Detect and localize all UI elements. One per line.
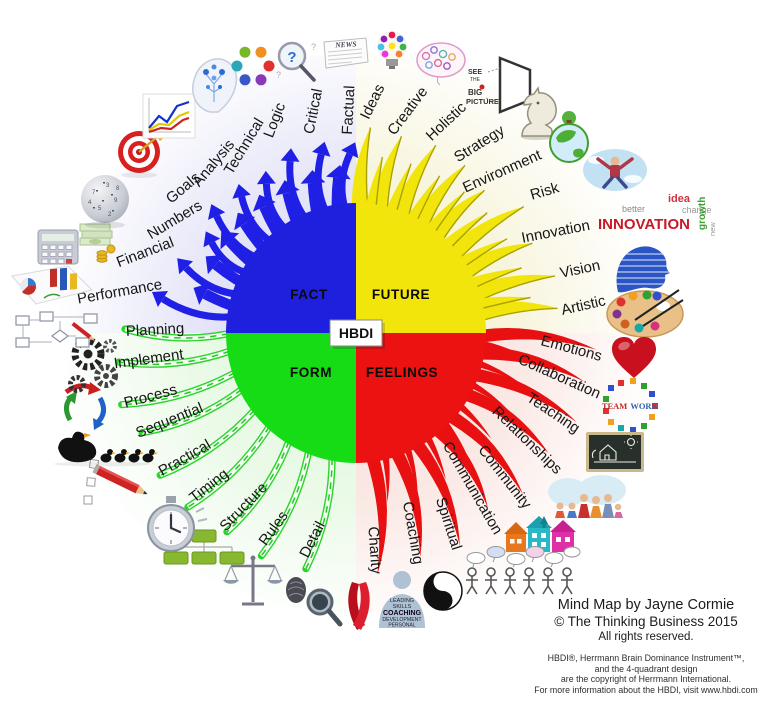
svg-text:4: 4 <box>88 200 92 206</box>
quadrant-label-feelings: FEELINGS <box>366 365 438 380</box>
question-magnifier-icon: ? ? ? <box>276 41 316 82</box>
newspaper-icon: NEWS <box>323 37 369 69</box>
puzzle-ring-icon <box>231 46 275 86</box>
charts-3d-icon <box>11 265 93 305</box>
svg-text:DEVELOPMENT: DEVELOPMENT <box>382 617 422 623</box>
branch-label: Charity <box>364 526 384 575</box>
flowchart-icon <box>15 311 98 348</box>
quadrant-label-future: FUTURE <box>372 287 430 302</box>
coaching-wordcloud-icon: LEADING SKILLS COACHING DEVELOPMENT PERS… <box>379 571 425 629</box>
fan-future <box>356 203 486 333</box>
fan-fact <box>226 203 356 333</box>
credit-note-line: and the 4-quadrant design <box>594 663 698 674</box>
svg-text:8: 8 <box>116 186 120 192</box>
branch-label: Planning <box>125 320 184 340</box>
svg-text:7: 7 <box>92 190 96 196</box>
svg-text:PERSONAL: PERSONAL <box>388 623 415 629</box>
calculator-money-icon <box>37 223 116 265</box>
chess-knight-icon <box>521 86 557 140</box>
technical-head-icon <box>192 58 238 113</box>
credit-note-line: For more information about the HBDI, vis… <box>534 684 758 695</box>
idea-bulb-icon <box>377 31 407 69</box>
palette-icon <box>606 289 684 338</box>
svg-text:9: 9 <box>114 198 118 204</box>
vision-head-icon <box>616 246 671 293</box>
skydiver-icon <box>583 149 647 191</box>
svg-text:5: 5 <box>98 206 102 212</box>
numbers-sphere-icon: 7 3 9 52 8 4 <box>81 175 129 229</box>
center-fans <box>226 203 486 463</box>
quadrant-label-fact: FACT <box>290 287 328 302</box>
recycle-arrows-icon <box>64 382 106 430</box>
credit-copyright: © The Thinking Business 2015 <box>554 614 738 629</box>
scales-icon <box>223 555 283 606</box>
svg-text:?: ? <box>276 70 281 80</box>
svg-text:growth: growth <box>697 197 708 230</box>
credit-title: Mind Map by Jayne Cormie <box>557 597 735 613</box>
chalkboard-icon <box>586 432 644 472</box>
target-icon <box>118 130 166 178</box>
svg-text:SKILLS: SKILLS <box>393 604 412 610</box>
svg-text:SEE: SEE <box>468 69 482 76</box>
org-chart-icon <box>163 529 245 565</box>
svg-text:COACHING: COACHING <box>383 610 422 617</box>
branch-label: Factual <box>339 85 359 135</box>
credit-block: Mind Map by Jayne Cormie © The Thinking … <box>523 597 768 695</box>
credit-note-line: HBDI®, Herrmann Brain Dominance Instrume… <box>547 653 745 663</box>
svg-text:better: better <box>622 204 645 214</box>
family-icon <box>548 475 626 518</box>
stopwatch-icon <box>147 496 208 552</box>
gears-icon <box>68 337 118 393</box>
hbdi-label: HBDI <box>339 325 373 341</box>
svg-text:INNOVATION: INNOVATION <box>598 216 690 233</box>
svg-text:new: new <box>708 222 717 236</box>
yin-yang-icon <box>423 571 463 611</box>
doodle-brain-icon <box>416 42 466 86</box>
svg-text:PICTURE: PICTURE <box>466 97 499 106</box>
quadrant-label-form: FORM <box>290 365 332 380</box>
svg-text:?: ? <box>287 49 296 66</box>
fan-feelings <box>356 333 486 463</box>
svg-text:BIG: BIG <box>468 88 482 97</box>
svg-text:THE: THE <box>470 77 481 83</box>
talking-people-icon <box>466 546 581 595</box>
awareness-ribbon-icon <box>348 582 370 630</box>
svg-text:idea: idea <box>668 193 691 205</box>
heart-icon <box>612 337 656 378</box>
hbdi-center-box: HBDI <box>329 319 385 349</box>
line-chart-icon <box>142 93 196 139</box>
svg-text:3: 3 <box>106 183 110 189</box>
fingerprint-magnifier-icon <box>286 577 343 627</box>
svg-text:change: change <box>682 205 712 215</box>
checklist-pencil-icon <box>83 458 148 505</box>
innovation-wordcloud-icon: idea better change INNOVATION growth new <box>598 193 717 236</box>
news-banner: NEWS <box>334 39 357 49</box>
svg-text:2: 2 <box>108 212 112 218</box>
ducks-icon <box>54 431 158 467</box>
credit-rights: All rights reserved. <box>598 631 694 643</box>
svg-text:LEADING: LEADING <box>390 598 414 604</box>
credit-note-line: are the copyright of Herrmann Internatio… <box>560 674 732 684</box>
fan-form <box>226 333 356 463</box>
globe-tree-icon <box>549 111 589 163</box>
svg-text:?: ? <box>311 42 316 52</box>
